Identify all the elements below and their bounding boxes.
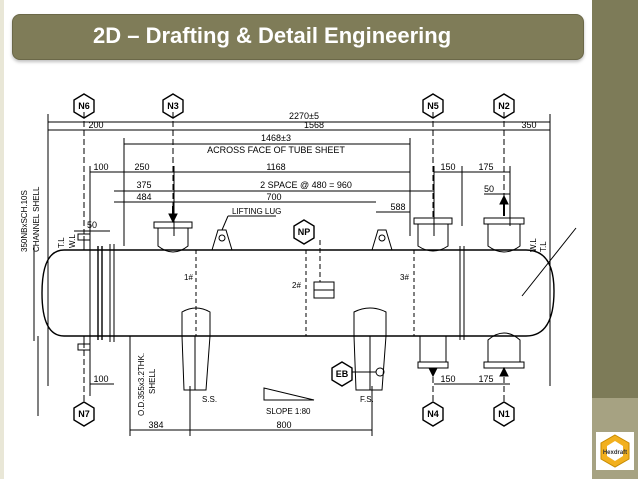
dim-100-top: 100: [93, 162, 108, 172]
dim-1468: 1468±3: [261, 133, 291, 143]
label-baffle-1: 1#: [184, 273, 193, 282]
label-shell: SHELL: [148, 368, 157, 394]
dim-800: 800: [276, 420, 291, 430]
nozzle-label-n1: N1: [498, 409, 510, 419]
engineering-drawing: N6 N3 N5 N2 N7 N4 N1 NP EB 2270±5 200 15…: [14, 86, 580, 439]
label-wl-right: W.L: [529, 238, 538, 252]
slide-title: 2D – Drafting & Detail Engineering: [93, 23, 452, 48]
label-baffle-2: 2#: [292, 281, 301, 290]
dim-175-bottom: 175: [478, 374, 493, 384]
slide-title-bar: 2D – Drafting & Detail Engineering: [12, 14, 584, 60]
nozzle-label-n2: N2: [498, 101, 510, 111]
dim-100-bottom: 100: [93, 374, 108, 384]
dim-50-left: 50: [87, 220, 97, 230]
label-od: O.D.355x3.2THK.: [137, 353, 146, 416]
dim-484: 484: [136, 192, 151, 202]
label-tl-right: T.L: [539, 241, 548, 252]
company-logo: Hexdraft: [596, 432, 634, 470]
dim-200: 200: [88, 120, 103, 130]
nozzle-label-n4: N4: [427, 409, 439, 419]
dim-700: 700: [266, 192, 281, 202]
dim-1568: 1568: [304, 120, 324, 130]
dim-375: 375: [136, 180, 151, 190]
label-ss: S.S.: [202, 395, 217, 404]
logo-text: Hexdraft: [603, 450, 627, 456]
dim-350: 350: [521, 120, 536, 130]
nozzle-label-eb: EB: [336, 369, 349, 379]
nozzle-label-n6: N6: [78, 101, 90, 111]
label-lifting-lug: LIFTING LUG: [232, 207, 281, 216]
nozzle-label-n7: N7: [78, 409, 90, 419]
dim-overall: 2270±5: [289, 111, 319, 121]
dim-150-top: 150: [440, 162, 455, 172]
dim-50-right: 50: [484, 184, 494, 194]
label-wl-left: W.L: [68, 234, 77, 248]
label-tl-left: T.L: [57, 237, 66, 248]
nozzle-label-np: NP: [298, 227, 311, 237]
label-fs: F.S.: [360, 395, 374, 404]
dim-588: 588: [390, 202, 405, 212]
dim-1168: 1168: [266, 162, 285, 172]
dim-250: 250: [134, 162, 149, 172]
label-channel-shell: CHANNEL SHELL: [32, 186, 41, 252]
dim-175-top: 175: [478, 162, 493, 172]
dim-150-bottom: 150: [440, 374, 455, 384]
label-slope: SLOPE 1:80: [266, 407, 311, 416]
label-channel-size: 350NBxSCH.10S: [20, 190, 29, 252]
nozzle-label-n5: N5: [427, 101, 439, 111]
dim-384: 384: [148, 420, 163, 430]
nozzle-label-n3: N3: [167, 101, 179, 111]
dim-space: 2 SPACE @ 480 = 960: [260, 180, 352, 190]
left-edge-rule: [0, 0, 4, 479]
dim-across-face: ACROSS FACE OF TUBE SHEET: [207, 145, 345, 155]
label-baffle-3: 3#: [400, 273, 409, 282]
